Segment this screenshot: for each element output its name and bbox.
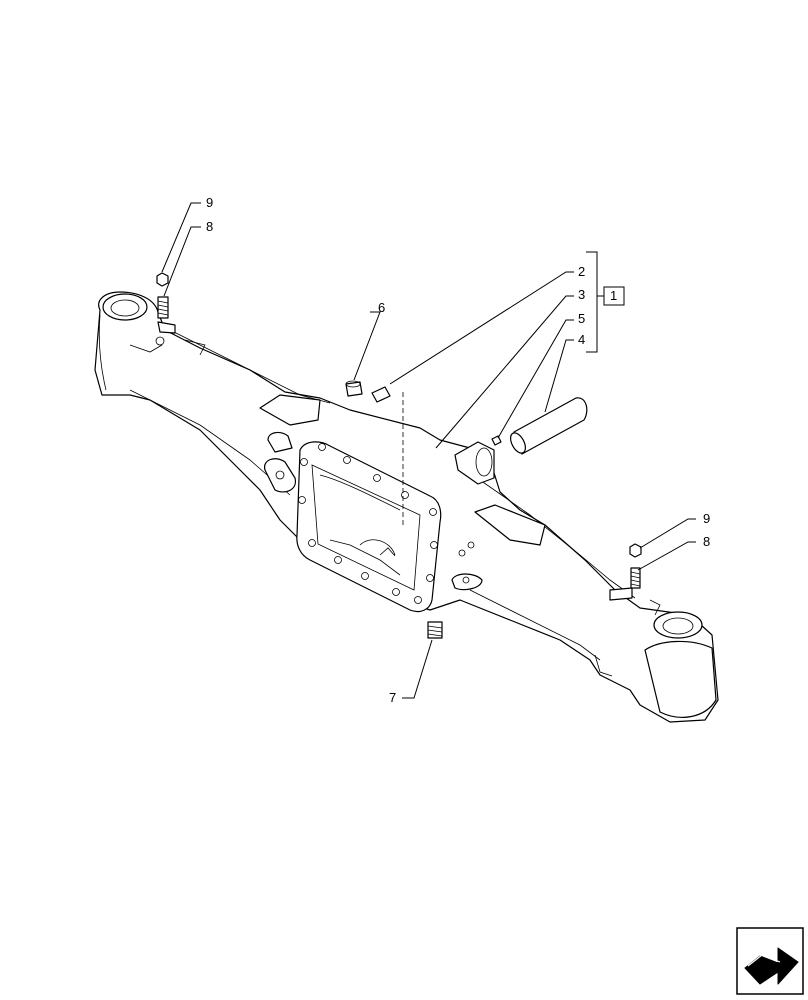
right-nut-9 (629, 543, 642, 558)
left-stud-8 (157, 296, 169, 319)
callout-5: 5 (578, 311, 585, 326)
callout-7: 7 (389, 690, 396, 705)
callout-6: 6 (378, 300, 385, 315)
axle-housing (94, 291, 719, 723)
plug-6 (345, 380, 363, 397)
callout-9-right: 9 (703, 511, 710, 526)
callout-leaders (161, 202, 696, 699)
right-stud-8 (630, 567, 641, 589)
left-nut-9 (156, 272, 169, 287)
pin-5 (491, 435, 502, 446)
callout-9-left: 9 (206, 195, 213, 210)
callout-2: 2 (578, 264, 585, 279)
callout-8-right: 8 (703, 534, 710, 549)
next-page-arrow-icon[interactable] (736, 927, 804, 995)
callout-1-group: 1 (610, 288, 617, 303)
pin-2 (371, 386, 391, 403)
callout-4: 4 (578, 332, 585, 347)
group-box (603, 286, 625, 306)
plug-7 (427, 621, 443, 639)
callout-3: 3 (578, 287, 585, 302)
sleeve-4 (510, 397, 588, 455)
callout-8-left: 8 (206, 219, 213, 234)
